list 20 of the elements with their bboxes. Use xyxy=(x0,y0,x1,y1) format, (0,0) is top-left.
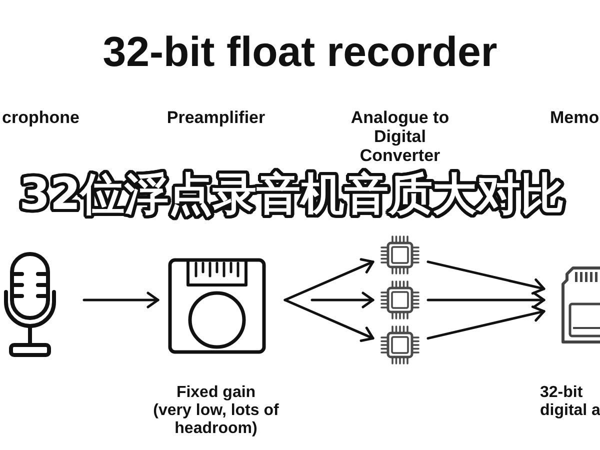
column-heading: Analogue to Digital Converter xyxy=(350,108,450,165)
overlay-caption: 32位浮点录音机音质大对比 xyxy=(19,170,565,220)
arrow xyxy=(82,292,160,308)
arrow xyxy=(426,306,546,340)
arrow xyxy=(310,292,374,308)
microphone-icon xyxy=(2,252,58,358)
memory-card-icon xyxy=(561,266,600,344)
arrow xyxy=(284,258,374,302)
title: 32-bit float recorder xyxy=(102,28,498,76)
chip-icon xyxy=(380,325,420,365)
arrow xyxy=(284,298,374,342)
column-heading: crophone xyxy=(2,108,80,127)
chip-icon xyxy=(380,235,420,275)
column-heading: Memo xyxy=(550,108,600,127)
column-heading: Preamplifier xyxy=(166,108,266,127)
arrow xyxy=(426,292,546,308)
chip-icon xyxy=(380,280,420,320)
caption-text: Fixed gain (very low, lots of headroom) xyxy=(153,384,279,438)
amplifier-icon xyxy=(168,258,266,354)
arrow xyxy=(426,260,546,295)
